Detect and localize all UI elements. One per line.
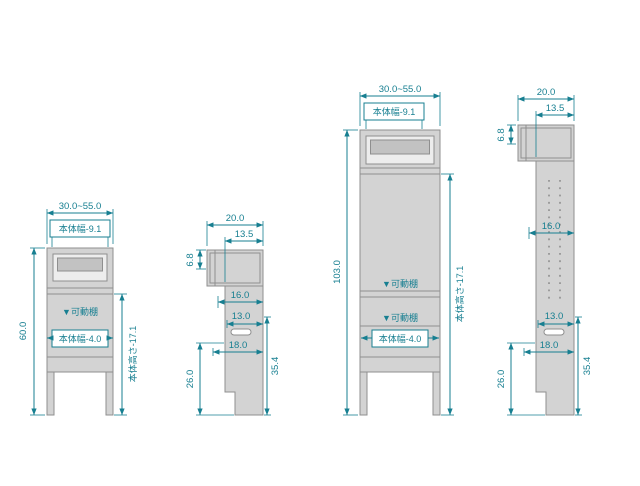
side-panel: [535, 160, 575, 416]
dispenser-opening: [57, 257, 103, 272]
cabinet-leg: [46, 371, 55, 416]
handle-slot: [230, 328, 252, 336]
dim-panel-depth: 13.5: [546, 103, 565, 114]
side-view-short: 20.0 13.5 6.8 16.0 13.0 18.0 26.0 35.4: [185, 213, 281, 416]
dim-35-4: 35.4: [582, 357, 593, 376]
dim-16: 16.0: [542, 221, 561, 232]
cabinet-leg: [359, 371, 368, 416]
label-box: [363, 102, 425, 121]
dim-18: 18.0: [229, 340, 248, 351]
side-view-tall: 20.0 13.5 6.8 16.0 13.0 18.0 26.0 35.4: [496, 87, 593, 416]
cabinet-leg: [432, 371, 441, 416]
dim-top-height: 6.8: [496, 128, 507, 141]
dim-depth: 20.0: [537, 87, 556, 98]
dim-inner-height: 本体高さ-17.1: [454, 266, 465, 323]
front-view-tall: 30.0~55.0 本体幅-9.1 103.0 ▼可動棚 ▼可動棚 本体幅-4.…: [332, 84, 465, 416]
label-body-width-bottom: 本体幅-4.0: [59, 333, 102, 344]
dim-13: 13.0: [232, 311, 251, 322]
side-top-box-inner: [520, 127, 572, 159]
handle-slot: [543, 328, 565, 336]
front-view-short: 30.0~55.0 本体幅-9.1 60.0 ▼可動棚 本体幅-4.0 本体高さ…: [18, 201, 138, 416]
dim-width-range: 30.0~55.0: [379, 84, 422, 95]
dispenser-opening: [370, 139, 430, 155]
dim-depth: 20.0: [226, 213, 245, 224]
dim-13: 13.0: [545, 311, 564, 322]
label-body-width-top: 本体幅-9.1: [373, 106, 416, 117]
label-movable-shelf: ▼可動棚: [382, 278, 418, 289]
label-box: [49, 219, 111, 238]
label-body-width-bottom: 本体幅-4.0: [379, 333, 422, 344]
dim-height: 60.0: [18, 322, 29, 341]
dim-26: 26.0: [185, 370, 196, 389]
side-top-box-inner: [209, 252, 261, 284]
side-top-box: [206, 249, 264, 287]
label-movable-shelf: ▼可動棚: [62, 306, 98, 317]
dim-width-range: 30.0~55.0: [59, 201, 102, 212]
dim-16: 16.0: [231, 290, 250, 301]
dim-top-height: 6.8: [185, 253, 196, 266]
dim-18: 18.0: [540, 340, 559, 351]
label-movable-shelf: ▼可動棚: [382, 312, 418, 323]
dim-height: 103.0: [332, 260, 343, 284]
side-top-box: [517, 124, 575, 162]
dim-35-4: 35.4: [270, 357, 281, 376]
label-body-width-top: 本体幅-9.1: [59, 223, 102, 234]
cabinet-leg: [105, 371, 114, 416]
dim-inner-height: 本体高さ-17.1: [127, 326, 138, 383]
dim-26: 26.0: [496, 370, 507, 389]
dim-panel-depth: 13.5: [235, 229, 254, 240]
